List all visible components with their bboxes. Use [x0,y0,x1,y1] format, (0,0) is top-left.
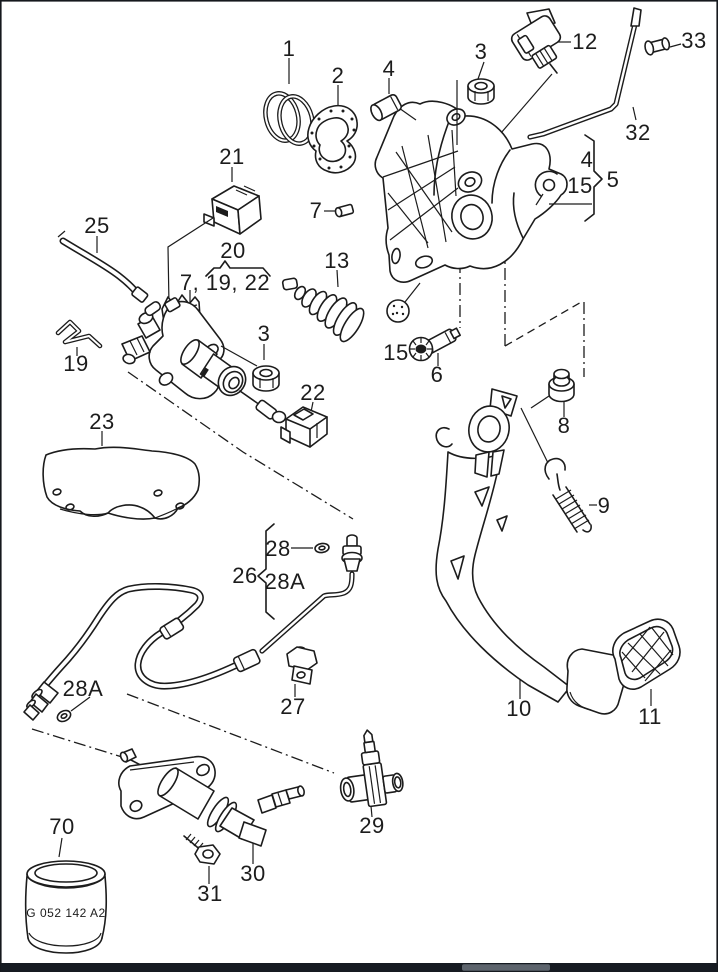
master-cylinder-part-20 [121,294,287,424]
gasket-part-2 [307,85,358,174]
bushing-part-4 [370,78,417,122]
spring-part-13 [281,269,365,343]
clip-part-33 [644,37,682,56]
switch-part-12 [487,8,571,149]
clip-part-22 [280,401,328,448]
grease-canister-part-70 [24,837,108,954]
rod-part-32 [527,7,642,140]
spring-part-9 [520,407,597,533]
clutch-pedal-part-10 [435,388,628,715]
grommet-part-8 [530,368,575,417]
pedal-bracket-part-5 [374,80,603,323]
cover-plate-part-23 [42,431,201,520]
wire-clip-part-19 [55,319,103,356]
group-20-callout-lines [167,217,271,306]
retaining-ring-part-1 [263,58,315,146]
hose-part-25 [57,230,149,303]
pin-part-7 [324,203,355,218]
pedal-pad-part-11 [612,618,681,706]
nut-part-3-mid [252,365,280,392]
clip-part-27 [286,646,318,697]
retainer-part-21 [203,167,262,235]
star-washer-part-15 [408,336,434,362]
scrollbar-thumb[interactable] [462,964,550,971]
bleeder-fitting-part-29 [339,729,404,818]
nut-part-3 [467,78,495,105]
slave-cylinder-part-30 [118,748,305,884]
statusbar-track [1,963,717,972]
bottom-statusbar [1,963,717,972]
pipe-hose-part-26 [23,523,363,723]
